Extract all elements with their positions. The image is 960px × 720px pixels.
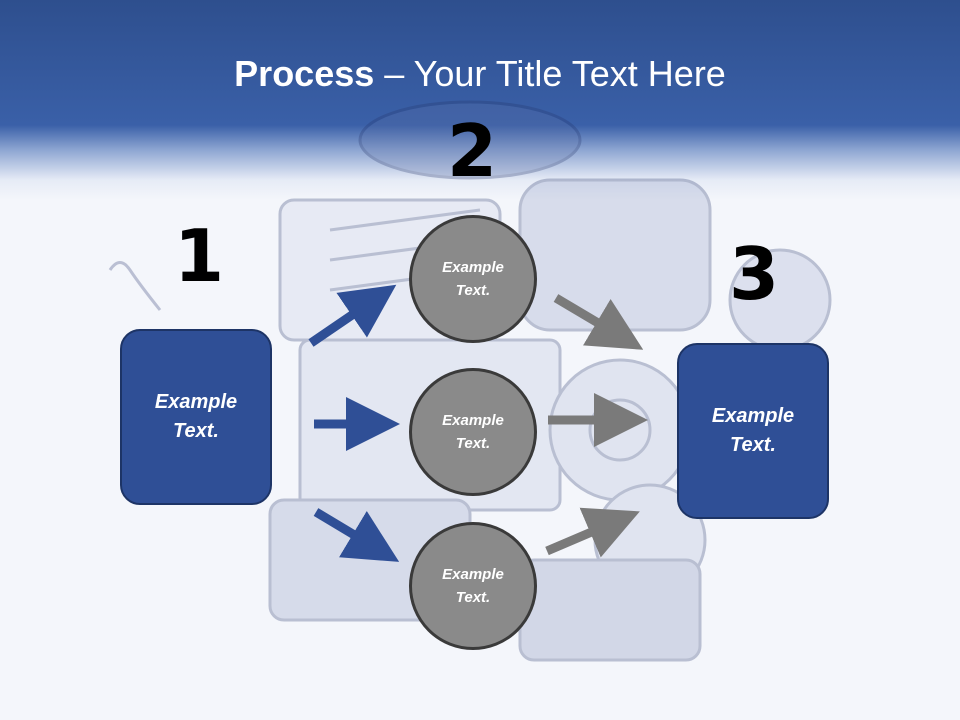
header-band — [0, 0, 960, 200]
circle-bottom-line1: Example — [442, 566, 504, 583]
step-3-box-line1: Example — [711, 405, 795, 427]
title-bold: Process — [234, 53, 375, 94]
slide-title: Process – Your Title Text Here — [0, 52, 960, 96]
step-3-box-line2: Text. — [730, 434, 776, 456]
step-number-3: 3 — [728, 232, 780, 316]
title-rest: – Your Title Text Here — [374, 53, 726, 94]
circle-middle-line1: Example — [442, 412, 504, 429]
arrow-gray-up — [545, 507, 640, 558]
arrow-blue-down — [313, 508, 400, 562]
step-number-2: 2 — [446, 109, 498, 193]
step-number-1: 1 — [173, 214, 225, 298]
circle-middle-line2: Text. — [455, 435, 491, 452]
circle-bottom-line2: Text. — [455, 589, 491, 606]
circle-top: Example Text. — [409, 215, 537, 343]
step-3-box: Example Text. — [677, 343, 829, 519]
circle-middle: Example Text. — [409, 368, 537, 496]
circle-bottom: Example Text. — [409, 522, 537, 650]
arrow-gray-down — [553, 294, 644, 350]
step-1-box-line1: Example — [154, 391, 238, 413]
arrow-blue-up — [308, 284, 397, 347]
step-1-box: Example Text. — [120, 329, 272, 505]
circle-top-line1: Example — [442, 259, 504, 276]
step-1-box-line2: Text. — [173, 420, 219, 442]
circle-top-line2: Text. — [455, 282, 491, 299]
